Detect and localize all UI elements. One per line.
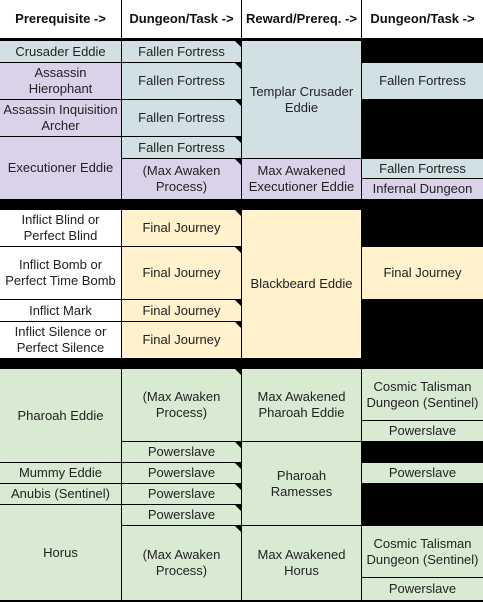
empty-cell [362,484,483,525]
prereq-assassin-inquisition-archer[interactable]: Assassin Inquisition Archer [0,100,121,136]
prereq-horus[interactable]: Horus [0,505,121,600]
empty-cell [362,100,483,158]
reward-max-awakened-horus[interactable]: Max Awakened Horus [242,526,361,600]
next-task-fallen-fortress[interactable]: Fallen Fortress [362,63,483,99]
reward-max-awakened-executioner-eddie[interactable]: Max Awakened Executioner Eddie [242,159,361,199]
header-prerequisite[interactable]: Prerequisite -> [0,0,121,38]
task-max-awaken-process[interactable]: (Max Awaken Process) [122,526,241,600]
task-final-journey[interactable]: Final Journey [122,300,241,321]
reward-blackbeard-eddie[interactable]: Blackbeard Eddie [242,210,361,358]
next-task-powerslave[interactable]: Powerslave [362,421,483,441]
empty-cell [362,442,483,462]
next-task-powerslave[interactable]: Powerslave [362,463,483,483]
next-task-powerslave[interactable]: Powerslave [362,578,483,600]
prereq-inflict-blind[interactable]: Inflict Blind or Perfect Blind [0,210,121,246]
task-final-journey[interactable]: Final Journey [122,210,241,246]
header-dungeon-task[interactable]: Dungeon/Task -> [122,0,241,38]
task-max-awaken-process[interactable]: (Max Awaken Process) [122,369,241,441]
task-fallen-fortress[interactable]: Fallen Fortress [122,137,241,158]
next-task-infernal-dungeon[interactable]: Infernal Dungeon [362,179,483,199]
reward-max-awakened-pharoah-eddie[interactable]: Max Awakened Pharoah Eddie [242,369,361,441]
empty-cell [362,41,483,62]
prereq-inflict-bomb[interactable]: Inflict Bomb or Perfect Time Bomb [0,247,121,299]
prereq-crusader-eddie[interactable]: Crusader Eddie [0,41,121,62]
empty-cell [362,300,483,358]
prereq-assassin-hierophant[interactable]: Assassin Hierophant [0,63,121,99]
next-task-fallen-fortress[interactable]: Fallen Fortress [362,159,483,178]
task-fallen-fortress[interactable]: Fallen Fortress [122,41,241,62]
prereq-pharoah-eddie[interactable]: Pharoah Eddie [0,369,121,462]
prereq-executioner-eddie[interactable]: Executioner Eddie [0,137,121,199]
task-final-journey[interactable]: Final Journey [122,247,241,299]
prereq-inflict-silence[interactable]: Inflict Silence or Perfect Silence [0,322,121,358]
prereq-mummy-eddie[interactable]: Mummy Eddie [0,463,121,483]
task-powerslave[interactable]: Powerslave [122,463,241,483]
next-task-cosmic-talisman-dungeon[interactable]: Cosmic Talisman Dungeon (Sentinel) [362,369,483,420]
task-fallen-fortress[interactable]: Fallen Fortress [122,100,241,136]
task-final-journey[interactable]: Final Journey [122,322,241,358]
header-dungeon-task-2[interactable]: Dungeon/Task -> [362,0,483,38]
reward-pharoah-ramesses[interactable]: Pharoah Ramesses [242,442,361,525]
task-fallen-fortress[interactable]: Fallen Fortress [122,63,241,99]
next-task-cosmic-talisman-dungeon[interactable]: Cosmic Talisman Dungeon (Sentinel) [362,526,483,577]
task-powerslave[interactable]: Powerslave [122,505,241,525]
empty-cell [362,210,483,246]
reward-templar-crusader-eddie[interactable]: Templar Crusader Eddie [242,41,361,158]
task-powerslave[interactable]: Powerslave [122,442,241,462]
task-powerslave[interactable]: Powerslave [122,484,241,504]
header-reward-prereq[interactable]: Reward/Prereq. -> [242,0,361,38]
prereq-anubis-sentinel[interactable]: Anubis (Sentinel) [0,484,121,504]
prereq-inflict-mark[interactable]: Inflict Mark [0,300,121,321]
task-max-awaken-process[interactable]: (Max Awaken Process) [122,159,241,199]
next-task-final-journey[interactable]: Final Journey [362,247,483,299]
